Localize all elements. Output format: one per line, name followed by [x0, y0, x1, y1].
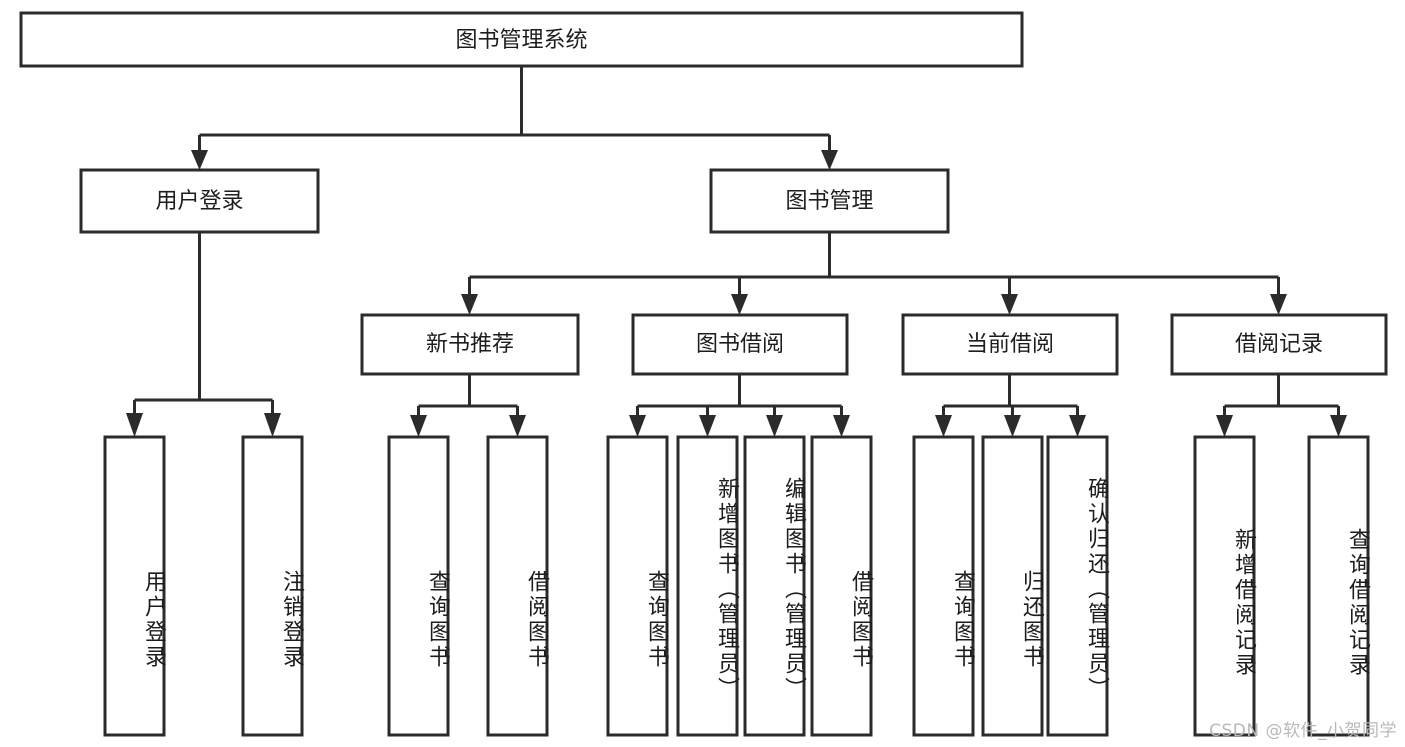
arrow-head-new-book-recommend	[461, 294, 478, 315]
arrow-head-book-management	[821, 150, 838, 170]
arrow-head-book-borrow	[731, 294, 748, 315]
arrow-head-leaf-borrow-book-recommend	[509, 415, 526, 437]
node-box-leaf-confirm-return-admin[interactable]	[1046, 435, 1109, 737]
arrow-head-leaf-query-borrow-record	[1330, 415, 1347, 437]
arrow-head-leaf-confirm-return-admin	[1069, 415, 1086, 437]
arrow-head-leaf-user-login	[126, 413, 143, 437]
csdn-watermark: CSDN @软件_小贺同学	[1209, 721, 1397, 741]
node-layer: 图书管理系统 用户登录 图书管理 新书推荐 图书借阅 当前借阅 借阅记录	[19, 11, 1388, 737]
node-box-leaf-logout[interactable]	[241, 435, 304, 737]
arrow-head-leaf-query-book-borrow	[629, 415, 646, 437]
node-box-root[interactable]	[19, 11, 1024, 68]
node-box-leaf-return-book[interactable]	[981, 435, 1044, 737]
node-box-new-book-recommend[interactable]	[360, 313, 580, 376]
arrow-head-leaf-query-book-current	[935, 415, 952, 437]
node-box-book-management[interactable]	[709, 168, 950, 234]
node-box-leaf-edit-book-admin[interactable]	[743, 435, 806, 737]
node-box-leaf-user-login[interactable]	[103, 435, 166, 737]
arrow-head-leaf-add-borrow-record	[1216, 415, 1233, 437]
node-label-user-login: 用户登录	[155, 189, 243, 214]
node-box-leaf-query-book-borrow[interactable]	[606, 435, 669, 737]
arrow-head-leaf-edit-book-admin	[766, 415, 783, 437]
node-box-leaf-borrow-book[interactable]	[810, 435, 873, 737]
node-label-book-management: 图书管理	[785, 189, 873, 214]
node-box-leaf-query-borrow-record[interactable]	[1307, 435, 1370, 737]
connector-layer	[126, 66, 1347, 437]
node-box-current-borrow[interactable]	[901, 313, 1119, 376]
node-box-leaf-query-book-recommend[interactable]	[387, 435, 450, 737]
arrow-head-leaf-logout	[264, 413, 281, 437]
node-label-book-borrow: 图书借阅	[696, 332, 784, 357]
node-label-current-borrow: 当前借阅	[966, 332, 1054, 357]
node-box-leaf-add-borrow-record[interactable]	[1193, 435, 1256, 737]
node-box-borrow-records[interactable]	[1170, 313, 1388, 376]
node-box-book-borrow[interactable]	[631, 313, 849, 376]
arrow-head-current-borrow	[1001, 294, 1018, 315]
node-box-leaf-borrow-book-recommend[interactable]	[486, 435, 549, 737]
arrow-head-leaf-add-book-admin	[699, 415, 716, 437]
node-box-leaf-query-book-current[interactable]	[912, 435, 975, 737]
arrow-head-leaf-borrow-book	[833, 415, 850, 437]
node-box-user-login[interactable]	[79, 168, 320, 234]
arrow-head-leaf-query-book-recommend	[410, 415, 427, 437]
node-label-new-book-recommend: 新书推荐	[426, 332, 514, 357]
node-box-leaf-add-book-admin[interactable]	[676, 435, 739, 737]
arrow-head-borrow-records	[1270, 294, 1287, 315]
node-label-root: 图书管理系统	[455, 28, 587, 53]
arrow-head-user-login	[191, 150, 208, 170]
arrow-head-leaf-return-book	[1004, 415, 1021, 437]
node-label-borrow-records: 借阅记录	[1235, 332, 1323, 357]
